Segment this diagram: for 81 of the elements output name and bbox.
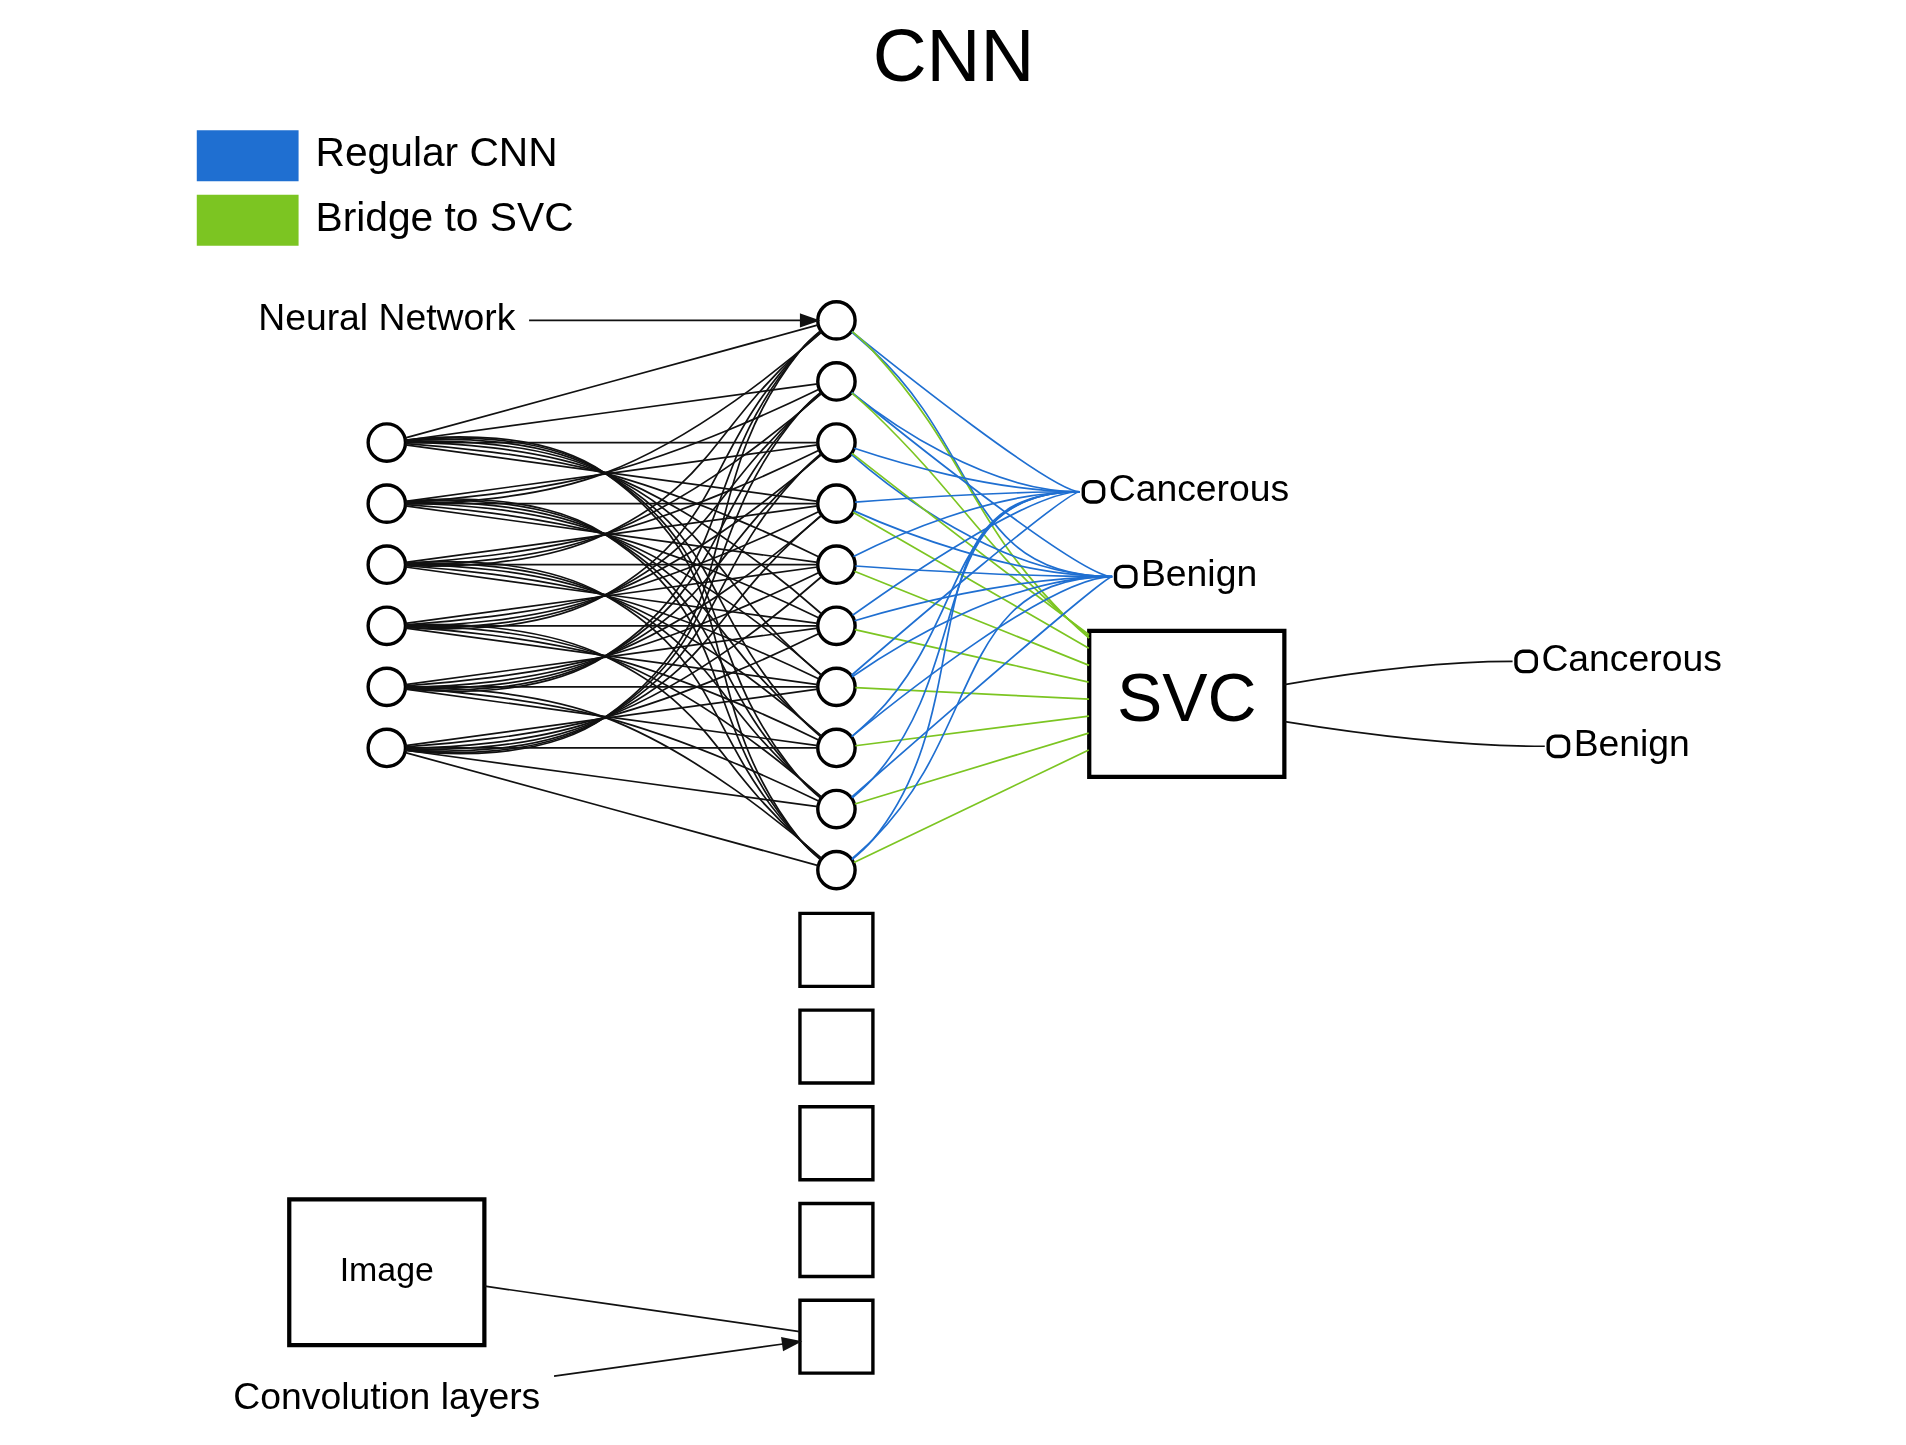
connector: [404, 392, 822, 629]
connector: [852, 749, 1090, 864]
node-circle: [815, 483, 857, 524]
connector: [850, 330, 1090, 640]
node-label: Benign: [1573, 721, 1690, 764]
node-circle: [365, 605, 407, 647]
node-circle: [365, 727, 407, 769]
connector: [853, 732, 1089, 805]
connector: [404, 499, 822, 799]
connector: [404, 436, 822, 861]
connector: [404, 498, 821, 860]
connector: [404, 624, 822, 798]
node-circle: [365, 422, 407, 463]
node-circle: [815, 788, 857, 830]
connector: [404, 751, 819, 867]
connector: [854, 686, 1090, 700]
connector: [404, 685, 822, 859]
node-circle: [815, 361, 857, 402]
node-circle: [365, 483, 407, 524]
node-circle: [815, 666, 857, 708]
connector: [850, 490, 1081, 861]
connector: [853, 570, 1090, 667]
connector: [853, 628, 1089, 683]
node-box: [797, 911, 875, 989]
connector: [404, 392, 822, 691]
connector: [404, 444, 819, 503]
node-circle: [365, 666, 407, 708]
node-box: SVC: [1086, 628, 1286, 779]
connector: [404, 749, 819, 808]
node-box: [797, 1105, 875, 1182]
connector: [404, 330, 822, 630]
node-label: Cancerous: [1108, 467, 1289, 510]
node-label: Cancerous: [1540, 636, 1722, 679]
connector: [404, 324, 819, 439]
connector: [404, 623, 822, 860]
node-box: [797, 1008, 875, 1085]
connector: [404, 566, 819, 625]
connector: [404, 627, 819, 686]
legend-label: Regular CNN: [315, 129, 558, 176]
node-box: [797, 1298, 875, 1375]
connector: [404, 562, 822, 799]
connector: [404, 392, 822, 566]
node-box: Image: [286, 1197, 486, 1348]
node-circle: [815, 727, 857, 769]
connector: [854, 715, 1090, 747]
connector: [404, 505, 819, 564]
connector: [851, 511, 1090, 650]
connector: [850, 575, 1113, 860]
node-circle: [1081, 479, 1105, 504]
node-circle: [1113, 564, 1138, 589]
connector: [850, 331, 1113, 578]
node-circle: [815, 849, 857, 891]
node-circle: [1546, 734, 1570, 759]
connector: [404, 331, 822, 567]
connector: [404, 437, 821, 799]
diagram-title: CNN: [872, 13, 1034, 98]
connector: [1283, 720, 1546, 748]
arrow: [552, 1337, 802, 1378]
node-circle: [1513, 649, 1538, 674]
node-circle: [815, 605, 857, 647]
connector: [404, 747, 818, 749]
node-box: [797, 1201, 875, 1279]
node-text: Convolution layers: [232, 1374, 540, 1417]
connector: [850, 392, 1090, 638]
connector: [404, 687, 820, 803]
connector: [483, 1285, 800, 1333]
node-circle: [815, 422, 857, 463]
arrow: [527, 313, 820, 328]
node-text: Neural Network: [257, 295, 515, 338]
connector: [1283, 660, 1513, 686]
node-circle: [365, 544, 407, 586]
connector: [404, 388, 820, 504]
connector: [850, 575, 1113, 799]
node-circle: [815, 300, 857, 341]
node-label: Benign: [1140, 552, 1257, 595]
connector: [404, 688, 819, 747]
connector: [850, 452, 1090, 636]
legend-label: Bridge to SVC: [315, 193, 574, 240]
node-circle: [815, 544, 857, 586]
connector: [404, 560, 822, 860]
connector: [850, 391, 1113, 578]
